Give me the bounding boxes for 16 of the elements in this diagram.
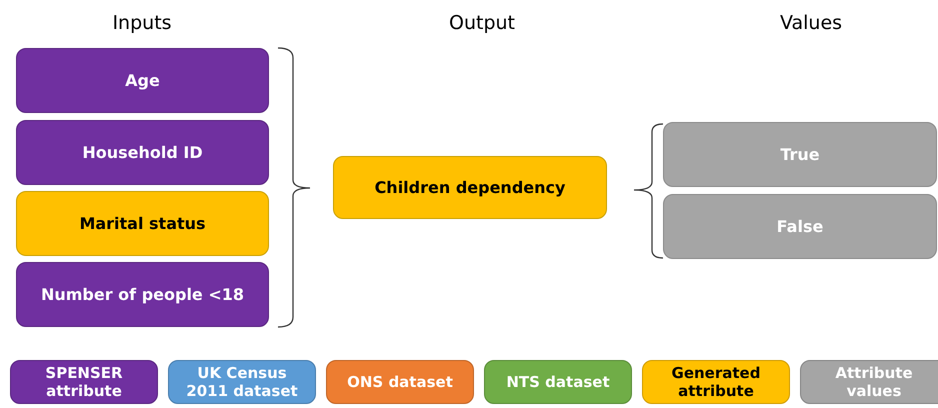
column-heading: Output [449, 12, 515, 34]
attribute-box: True [663, 122, 937, 187]
attribute-box: Household ID [16, 120, 269, 185]
attribute-box: Marital status [16, 191, 269, 256]
attribute-box: False [663, 194, 937, 259]
column-heading: Values [780, 12, 842, 34]
legend-swatch: Attribute values [800, 360, 938, 404]
legend-swatch: UK Census 2011 dataset [168, 360, 316, 404]
attribute-box: Age [16, 48, 269, 113]
attribute-box: Number of people <18 [16, 262, 269, 327]
legend-swatch: ONS dataset [326, 360, 474, 404]
legend-swatch: NTS dataset [484, 360, 632, 404]
attribute-box: Children dependency [333, 156, 607, 219]
column-heading: Inputs [112, 12, 172, 34]
legend-swatch: SPENSER attribute [10, 360, 158, 404]
legend-swatch: Generated attribute [642, 360, 790, 404]
